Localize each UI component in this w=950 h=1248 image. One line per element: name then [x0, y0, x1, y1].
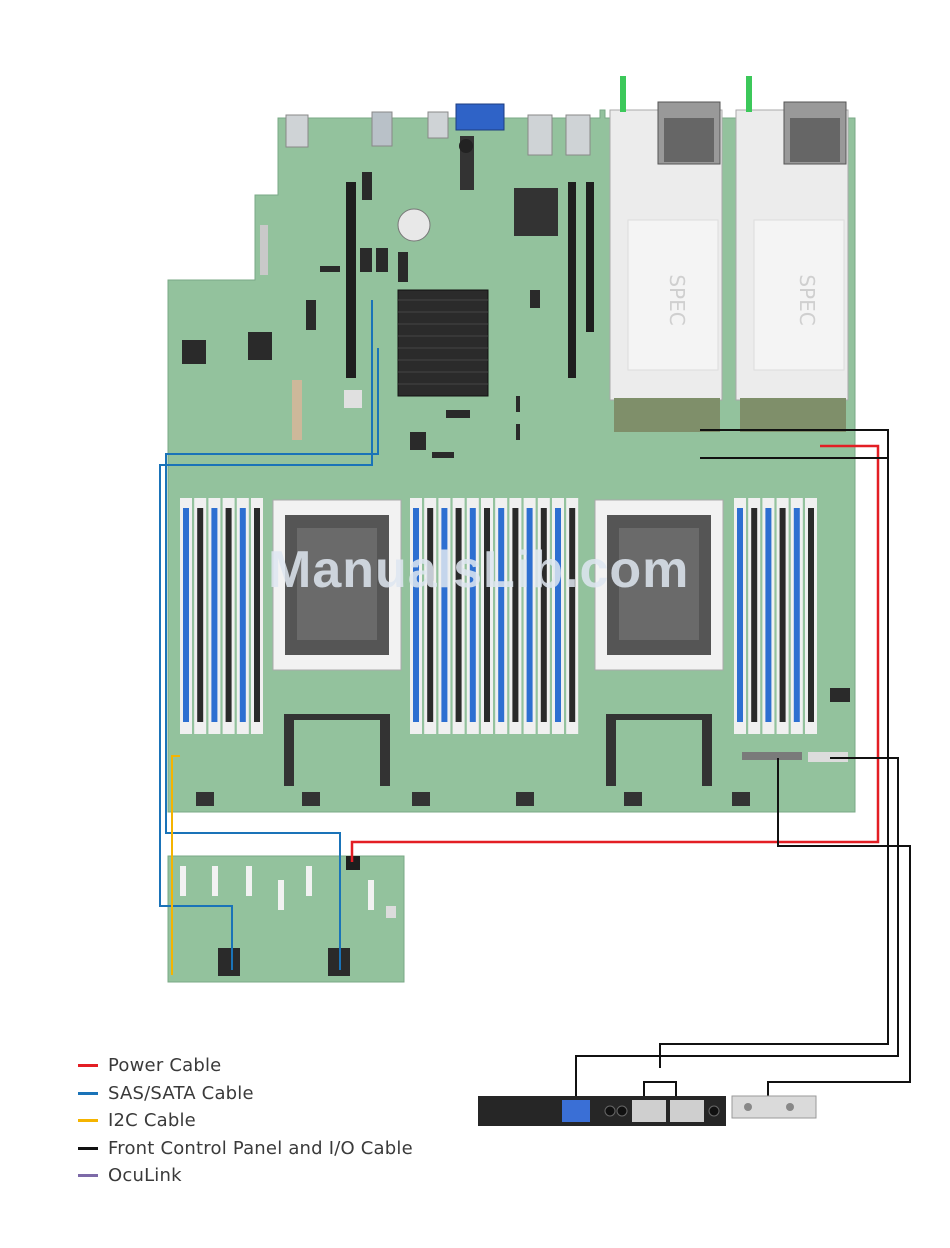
dimm-slot-channel: [470, 508, 476, 722]
dimm-slot-channel: [527, 508, 533, 722]
legend-item-oculink: OcuLink: [78, 1162, 413, 1190]
cpu-socket-2: [595, 500, 723, 670]
dimm-slot-channel: [780, 508, 786, 722]
dimm-slot-channel: [456, 508, 462, 722]
dimm-slot-channel: [240, 508, 246, 722]
chipset-heatsink: [398, 290, 488, 396]
legend-item-sas-sata: SAS/SATA Cable: [78, 1080, 413, 1108]
dimm-slot-channel: [211, 508, 217, 722]
psu-2-label: SPEC: [795, 274, 819, 325]
dimm-slot-channel: [441, 508, 447, 722]
legend-item-front-panel: Front Control Panel and I/O Cable: [78, 1135, 413, 1163]
dimm-slot-channel: [555, 508, 561, 722]
dimm-slot-channel: [498, 508, 504, 722]
legend-item-i2c: I2C Cable: [78, 1107, 413, 1135]
dimm-slot-channel: [737, 508, 743, 722]
legend-label: SAS/SATA Cable: [108, 1083, 254, 1104]
legend-label: Power Cable: [108, 1055, 221, 1076]
coin-battery: [398, 209, 430, 241]
psu-2: SPEC: [736, 76, 848, 432]
dimm-slot-channel: [254, 508, 260, 722]
dimm-slot-channel: [808, 508, 814, 722]
legend-swatch: [78, 1064, 98, 1067]
dimm-slot-channel: [183, 508, 189, 722]
front-io-panel: [478, 1096, 726, 1126]
front-control-panel: [732, 1096, 816, 1118]
dimm-slot-channel: [484, 508, 490, 722]
legend-swatch: [78, 1147, 98, 1150]
dimm-slot-channel: [226, 508, 232, 722]
dimm-slot-channel: [765, 508, 771, 722]
dimm-slot-channel: [413, 508, 419, 722]
cpu-socket-1: [273, 500, 401, 670]
drive-backplane: [168, 856, 404, 982]
legend-label: OcuLink: [108, 1165, 182, 1186]
dimm-slot-channel: [569, 508, 575, 722]
legend-label: Front Control Panel and I/O Cable: [108, 1138, 413, 1159]
legend-swatch: [78, 1119, 98, 1122]
dimm-slot-channel: [197, 508, 203, 722]
dimm-slot-channel: [541, 508, 547, 722]
dimm-slot-channel: [794, 508, 800, 722]
dimm-slot-channel: [427, 508, 433, 722]
psu-1-label: SPEC: [665, 274, 689, 325]
legend-swatch: [78, 1092, 98, 1095]
dimm-slot-channel: [751, 508, 757, 722]
legend-swatch: [78, 1174, 98, 1177]
dimm-slot-channel: [512, 508, 518, 722]
legend: Power Cable SAS/SATA Cable I2C Cable Fro…: [78, 1052, 413, 1190]
psu-1: SPEC: [610, 76, 722, 432]
legend-item-power: Power Cable: [78, 1052, 413, 1080]
legend-label: I2C Cable: [108, 1110, 196, 1131]
